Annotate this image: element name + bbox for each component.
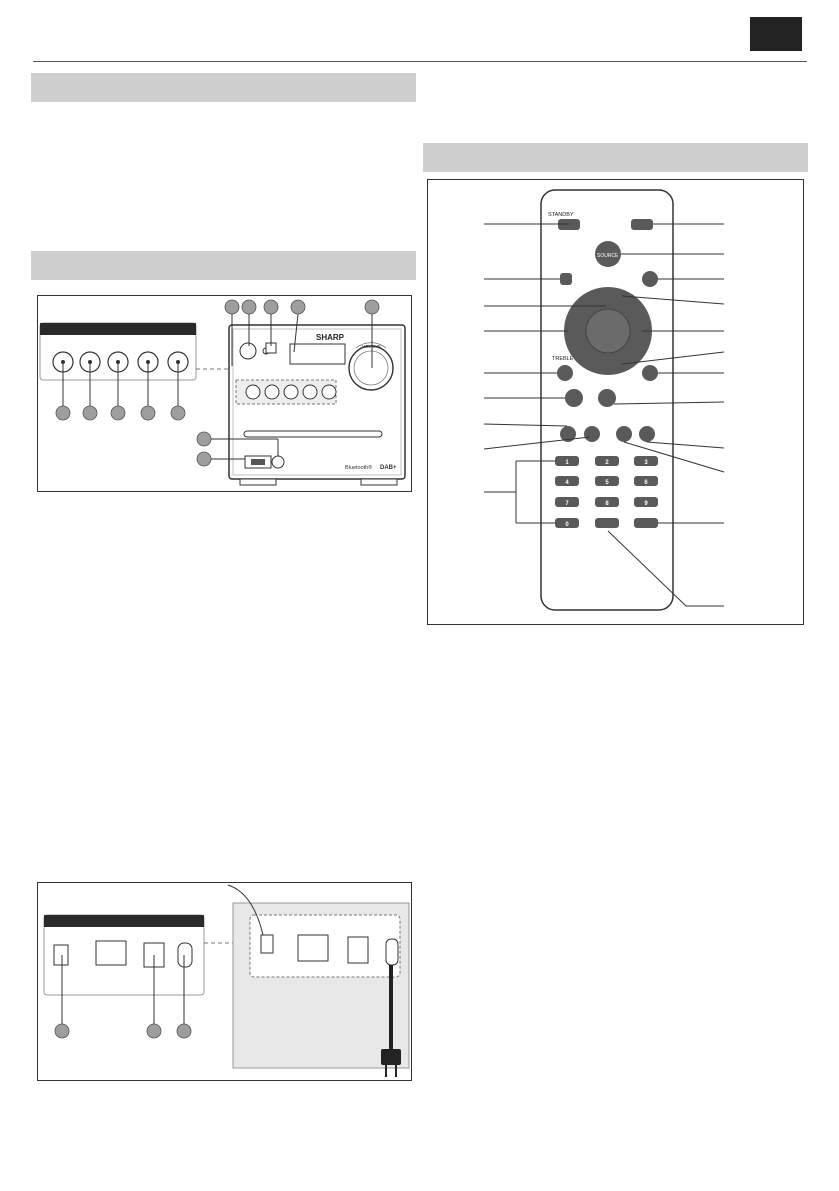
stop-button <box>560 273 572 285</box>
key-label: 7 <box>565 501 569 507</box>
callout-marker <box>82 405 98 421</box>
number-key <box>555 456 579 466</box>
remote-button-left-3 <box>565 389 583 407</box>
number-key <box>595 476 619 486</box>
treble-button <box>557 365 573 381</box>
rear-panel-figure <box>37 882 412 1081</box>
callout-marker <box>196 451 212 467</box>
number-key <box>555 476 579 486</box>
language-tab <box>750 17 802 51</box>
brand-logo: SHARP <box>316 333 345 342</box>
treble-label: TREBLE <box>552 356 574 362</box>
key-label: 0 <box>565 522 569 528</box>
number-key <box>555 497 579 507</box>
number-key <box>595 497 619 507</box>
remote-button-right-2 <box>642 365 658 381</box>
play-pause-button <box>585 308 631 354</box>
power-plug <box>381 1049 401 1065</box>
eject-button <box>631 219 653 230</box>
key-label: 9 <box>644 501 648 507</box>
key-label: 2 <box>605 460 609 466</box>
function-button-3 <box>616 426 632 442</box>
header-rule <box>33 61 807 62</box>
antenna-socket <box>53 944 69 966</box>
callout-marker <box>196 431 212 447</box>
warning-label <box>95 940 127 966</box>
source-label: SOURCE <box>597 253 619 259</box>
rear-panel-drawing <box>43 884 410 1077</box>
callout-marker <box>176 1023 192 1039</box>
key-label: 5 <box>605 480 609 486</box>
key-label: 6 <box>644 480 648 486</box>
rear-zoom-header <box>44 915 204 927</box>
key-label: 8 <box>605 501 609 507</box>
remote-button-bottom-mid <box>595 518 619 528</box>
function-button-1 <box>560 426 576 442</box>
callout-marker <box>290 299 306 315</box>
callout-marker <box>170 405 186 421</box>
remote-button-bottom-right <box>634 518 658 528</box>
callout-marker <box>241 299 257 315</box>
cd-slot <box>243 430 383 438</box>
callout-marker <box>364 299 380 315</box>
function-button-4 <box>639 426 655 442</box>
number-key <box>634 497 658 507</box>
key-label: 4 <box>565 480 569 486</box>
callout-marker <box>146 1023 162 1039</box>
callout-marker <box>224 299 240 315</box>
number-key <box>634 456 658 466</box>
remote-button-right-1 <box>642 271 658 287</box>
aux-jack <box>271 455 285 469</box>
callout-marker <box>54 1023 70 1039</box>
main-unit-drawing: SHARP VOLUME <box>39 299 406 486</box>
power-button <box>239 342 257 360</box>
callout-marker <box>140 405 156 421</box>
callout-marker <box>263 299 279 315</box>
callout-marker <box>110 405 126 421</box>
standby-label: STANDBY <box>548 212 574 218</box>
key-label: 1 <box>565 460 569 466</box>
mute-button <box>598 389 616 407</box>
section-heading-band-remote <box>423 143 808 172</box>
function-button-2 <box>584 426 600 442</box>
dab-logo: DAB+ <box>380 465 397 471</box>
section-heading-band-2 <box>31 251 416 280</box>
number-key <box>634 476 658 486</box>
number-key <box>595 456 619 466</box>
section-heading-band-1 <box>31 73 416 102</box>
number-key <box>555 518 579 528</box>
remote-drawing: STANDBY SOURCE TREBLE <box>483 189 725 611</box>
display-window <box>289 343 346 365</box>
power-socket <box>177 942 193 968</box>
remote-figure: STANDBY SOURCE TREBLE <box>427 179 804 625</box>
key-label: 3 <box>644 460 648 466</box>
zoom-panel-header <box>40 323 196 335</box>
source-button <box>595 241 621 267</box>
callout-marker <box>55 405 71 421</box>
bluetooth-logo: Bluetooth® <box>345 464 372 471</box>
main-unit-figure: SHARP VOLUME <box>37 295 412 492</box>
